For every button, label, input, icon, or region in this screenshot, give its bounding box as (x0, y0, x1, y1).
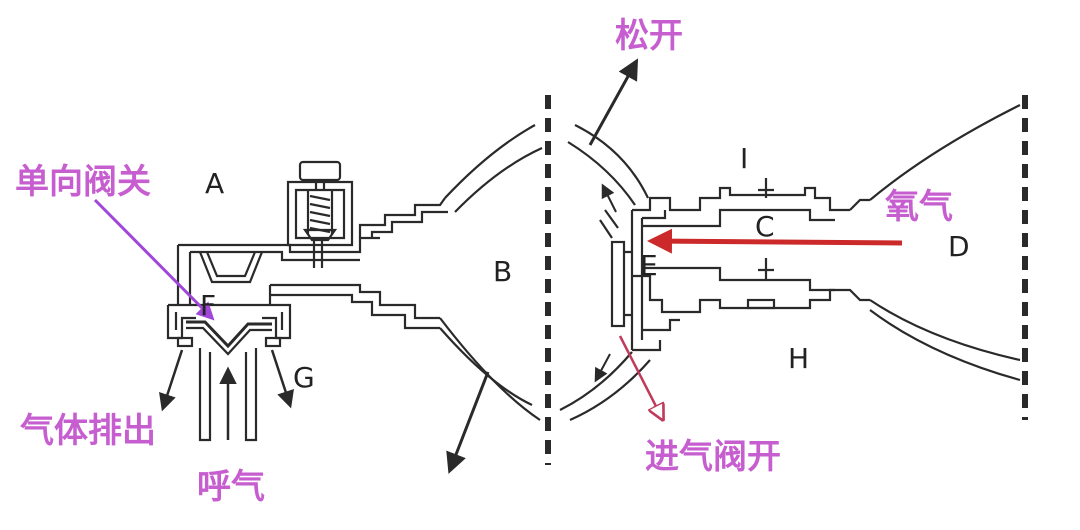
annotation-check-valve-closed: 单向阀关 (15, 162, 151, 202)
breathing-tubes (198, 348, 258, 442)
oxygen-flow-arrow (647, 228, 903, 254)
spring-valve (286, 160, 354, 268)
exhaust-arrow-left (159, 349, 184, 412)
check-valve-arrow (93, 198, 215, 321)
label-G: G (293, 361, 315, 394)
label-I: I (740, 142, 748, 175)
letter-labels: A B C D E F G H I (200, 142, 970, 394)
label-C: C (755, 210, 775, 243)
small-arrow-up (601, 183, 617, 213)
annotations: 单向阀关 气体排出 呼气 松开 氧气 进气阀开 (15, 16, 953, 507)
label-H: H (788, 342, 809, 375)
exhaust-arrow-right (270, 349, 294, 409)
label-B: B (493, 255, 512, 288)
flow-arrows (93, 58, 903, 474)
inhale-valve-disc (610, 210, 644, 350)
mask-out-arrow (446, 371, 490, 474)
small-arrow-down (594, 353, 611, 383)
annotation-release: 松开 (615, 16, 683, 56)
left-valve-assembly (166, 124, 543, 442)
annotation-exhale: 呼气 (197, 467, 265, 507)
oxygen-hoses (869, 104, 1021, 382)
label-E: E (640, 249, 658, 282)
gap-marks (599, 209, 619, 239)
label-A: A (205, 167, 224, 200)
exhale-valve-block (166, 303, 292, 356)
right-mask-shell (559, 124, 651, 422)
release-arrow (588, 58, 639, 146)
annotation-inlet-valve-open: 进气阀开 (645, 437, 781, 477)
right-valve-assembly (559, 104, 1021, 422)
label-D: D (948, 230, 970, 263)
inlet-valve-arrow (618, 335, 662, 418)
lower-channel (268, 283, 440, 330)
annotation-oxygen: 氧气 (885, 187, 953, 227)
annotation-gas-exhaust: 气体排出 (19, 411, 156, 451)
label-F: F (200, 289, 216, 322)
left-mask-shell (439, 124, 543, 421)
upper-body (632, 178, 870, 228)
lower-body (632, 258, 870, 352)
